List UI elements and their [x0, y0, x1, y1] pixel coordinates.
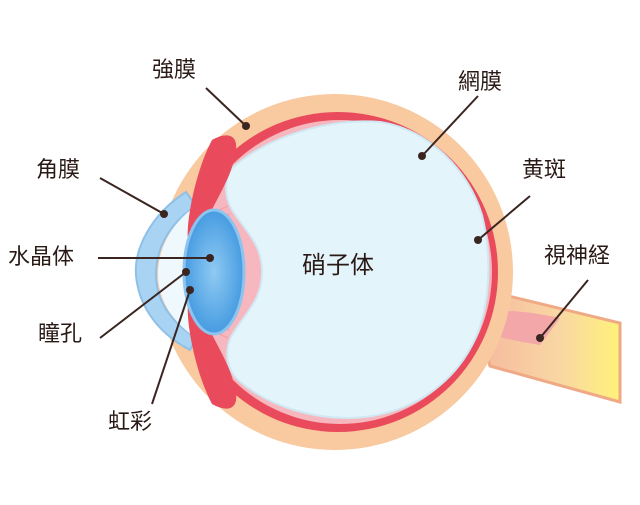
leader-dots	[160, 122, 544, 342]
label-macula: 黄斑	[522, 158, 567, 183]
vitreous-body	[225, 120, 490, 419]
label-iris: 虹彩	[108, 410, 153, 435]
leader-optic-nerve	[539, 279, 589, 339]
label-pupil: 瞳孔	[38, 322, 83, 347]
leader-pupil	[99, 271, 187, 339]
lens-shape	[182, 208, 246, 336]
cornea-shape	[134, 190, 198, 352]
label-vitreous: 硝子体	[302, 251, 374, 279]
label-lens: 水晶体	[8, 245, 75, 270]
label-sclera: 強膜	[152, 58, 197, 83]
leader-iris	[151, 289, 191, 405]
leader-macula	[477, 195, 531, 241]
leader-retina	[421, 95, 479, 157]
label-cornea: 角膜	[36, 158, 81, 183]
leader-cornea	[99, 177, 165, 215]
leader-sclera	[205, 87, 247, 127]
label-retina: 網膜	[458, 70, 503, 95]
leader-lines	[98, 87, 589, 405]
label-optic-nerve: 視神経	[544, 244, 611, 269]
